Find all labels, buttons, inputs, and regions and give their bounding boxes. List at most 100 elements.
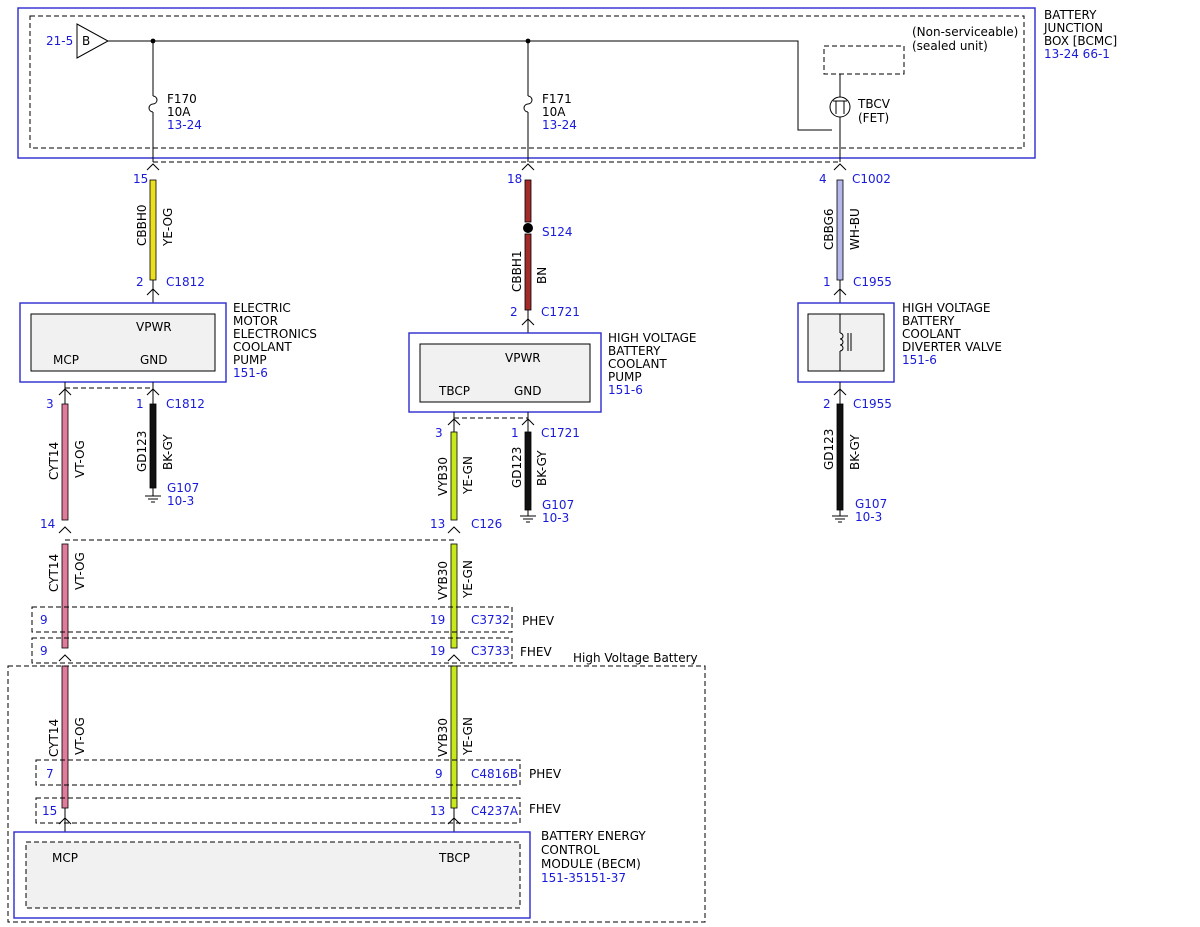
connector-c3732-box bbox=[31, 606, 513, 633]
ground2-pin[interactable]: 1 bbox=[511, 426, 519, 440]
fet-name: TBCV bbox=[857, 97, 891, 111]
ground3-color: BK-GY bbox=[848, 434, 862, 470]
c3732-name[interactable]: C3732 bbox=[471, 613, 510, 627]
wire-cyt14-b bbox=[61, 543, 69, 649]
tbcp-pin-pump[interactable]: 3 bbox=[435, 426, 443, 440]
pump2-name-1: HIGH VOLTAGE bbox=[608, 331, 696, 345]
ground2-circuit-id: GD123 bbox=[510, 447, 524, 488]
pump1-name-3: ELECTRONICS bbox=[233, 327, 317, 341]
c3732-pin-right[interactable]: 19 bbox=[430, 613, 445, 627]
pump2-ref[interactable]: 151-6 bbox=[608, 383, 643, 397]
valve-name-4: DIVERTER VALVE bbox=[902, 340, 1002, 354]
ground1-connector[interactable]: C1812 bbox=[166, 397, 205, 411]
mcp-pin-c126[interactable]: 14 bbox=[40, 517, 55, 531]
ground1-ref[interactable]: 10-3 bbox=[167, 494, 194, 508]
circuit1-color: YE-OG bbox=[161, 208, 175, 247]
becm-outline bbox=[13, 831, 531, 919]
junction-box-ref[interactable]: 13-24 66-1 bbox=[1044, 47, 1110, 61]
valve-name-2: BATTERY bbox=[902, 314, 955, 328]
ground2-ref[interactable]: 10-3 bbox=[542, 511, 569, 525]
ground3-name[interactable]: G107 bbox=[855, 497, 887, 511]
pump1-mcp: MCP bbox=[53, 353, 79, 367]
connector-mcp-c3733-icon bbox=[58, 654, 72, 662]
fet-icon bbox=[829, 96, 851, 118]
c3733-pin-right[interactable]: 19 bbox=[430, 644, 445, 658]
splice-s124-icon bbox=[523, 223, 533, 233]
fuse-f170-ref[interactable]: 13-24 bbox=[167, 118, 202, 132]
ground1-name[interactable]: G107 bbox=[167, 481, 199, 495]
wire-cbbg6 bbox=[836, 179, 844, 281]
circuit3-pin-top[interactable]: 4 bbox=[819, 172, 827, 186]
becm-body bbox=[25, 841, 521, 909]
tbcp-pin-c126[interactable]: 13 bbox=[430, 517, 445, 531]
tbcp-circuit-id-c: VYB30 bbox=[436, 718, 450, 757]
source-triangle-icon bbox=[76, 23, 110, 59]
circuit3-connector-top[interactable]: C1002 bbox=[852, 172, 891, 186]
c4237a-pin-left[interactable]: 15 bbox=[42, 804, 57, 818]
c4816b-pin-left[interactable]: 7 bbox=[46, 767, 54, 781]
circuit1-connector[interactable]: C1812 bbox=[166, 275, 205, 289]
connector-c3733-box bbox=[31, 637, 513, 664]
ground3-ref[interactable]: 10-3 bbox=[855, 510, 882, 524]
c4237a-pin-right[interactable]: 13 bbox=[430, 804, 445, 818]
circuit1-circuit-id: CBBH0 bbox=[135, 204, 149, 246]
becm-name-1: BATTERY ENERGY bbox=[541, 829, 646, 843]
tbcp-color-b: YE-GN bbox=[461, 560, 475, 599]
connector-c4237a-box bbox=[35, 797, 521, 824]
becm-name-2: CONTROL bbox=[541, 843, 600, 857]
source-label: B bbox=[82, 34, 90, 48]
ground2-name[interactable]: G107 bbox=[542, 498, 574, 512]
ground3-pin[interactable]: 2 bbox=[823, 397, 831, 411]
ground1-pin[interactable]: 1 bbox=[136, 397, 144, 411]
valve-ref[interactable]: 151-6 bbox=[902, 353, 937, 367]
fuse-f171-ref[interactable]: 13-24 bbox=[542, 118, 577, 132]
c4816b-name[interactable]: C4816B bbox=[471, 767, 518, 781]
wire-vyb30-a bbox=[450, 431, 458, 521]
ground3-connector[interactable]: C1955 bbox=[853, 397, 892, 411]
circuit2-splice[interactable]: S124 bbox=[542, 225, 573, 239]
circuit2-connector[interactable]: C1721 bbox=[541, 305, 580, 319]
circuit1-pin-bottom[interactable]: 2 bbox=[136, 275, 144, 289]
pump2-name-4: PUMP bbox=[608, 370, 642, 384]
circuit2-pin-top[interactable]: 18 bbox=[507, 172, 522, 186]
junction-box-outline bbox=[17, 7, 1036, 159]
mcp-circuit-id-c: CYT14 bbox=[47, 719, 61, 757]
c3732-pin-left[interactable]: 9 bbox=[40, 613, 48, 627]
source-ref[interactable]: 21-5 bbox=[46, 34, 73, 48]
pump1-name-1: ELECTRIC bbox=[233, 301, 291, 315]
c3733-pin-left[interactable]: 9 bbox=[40, 644, 48, 658]
pump2-tbcp: TBCP bbox=[438, 384, 470, 398]
mcp-color-a: VT-OG bbox=[73, 440, 87, 478]
becm-mcp: MCP bbox=[52, 851, 78, 865]
circuit3-connector[interactable]: C1955 bbox=[853, 275, 892, 289]
ground3-circuit-id: GD123 bbox=[822, 429, 836, 470]
mcp-pin-pump[interactable]: 3 bbox=[46, 397, 54, 411]
tbcp-color-a: YE-GN bbox=[461, 456, 475, 495]
ground1-circuit-id: GD123 bbox=[135, 431, 149, 472]
junction-box-name-3: BOX [BCMC] bbox=[1044, 34, 1117, 48]
circuit3-pin-bottom[interactable]: 1 bbox=[823, 275, 831, 289]
connector-c1002-icon bbox=[833, 163, 847, 171]
tbcp-connector-c126[interactable]: C126 bbox=[471, 517, 502, 531]
pump2-body bbox=[419, 343, 591, 403]
circuit3-color: WH-BU bbox=[848, 208, 862, 250]
circuit1-pin-top[interactable]: 15 bbox=[133, 172, 148, 186]
c3733-name[interactable]: C3733 bbox=[471, 644, 510, 658]
valve-name-3: COOLANT bbox=[902, 327, 961, 341]
ground2-connector[interactable]: C1721 bbox=[541, 426, 580, 440]
circuit2-pin-bottom[interactable]: 2 bbox=[510, 305, 518, 319]
wire-cbbh1-a bbox=[524, 179, 532, 223]
c4237a-name[interactable]: C4237A bbox=[471, 804, 519, 818]
connector-c126-tbcp-icon bbox=[447, 526, 461, 534]
becm-tbcp: TBCP bbox=[438, 851, 470, 865]
sealed-unit-box bbox=[823, 45, 905, 75]
fuse-f170-icon bbox=[148, 95, 158, 113]
valve-name-1: HIGH VOLTAGE bbox=[902, 301, 990, 315]
power-bus bbox=[108, 40, 832, 131]
pump1-ref[interactable]: 151-6 bbox=[233, 366, 268, 380]
pump2-name-3: COOLANT bbox=[608, 357, 667, 371]
mcp-circuit-id-b: CYT14 bbox=[47, 554, 61, 592]
connector-c126-mcp-icon bbox=[58, 526, 72, 534]
c4816b-pin-right[interactable]: 9 bbox=[435, 767, 443, 781]
becm-ref[interactable]: 151-35151-37 bbox=[541, 871, 626, 885]
